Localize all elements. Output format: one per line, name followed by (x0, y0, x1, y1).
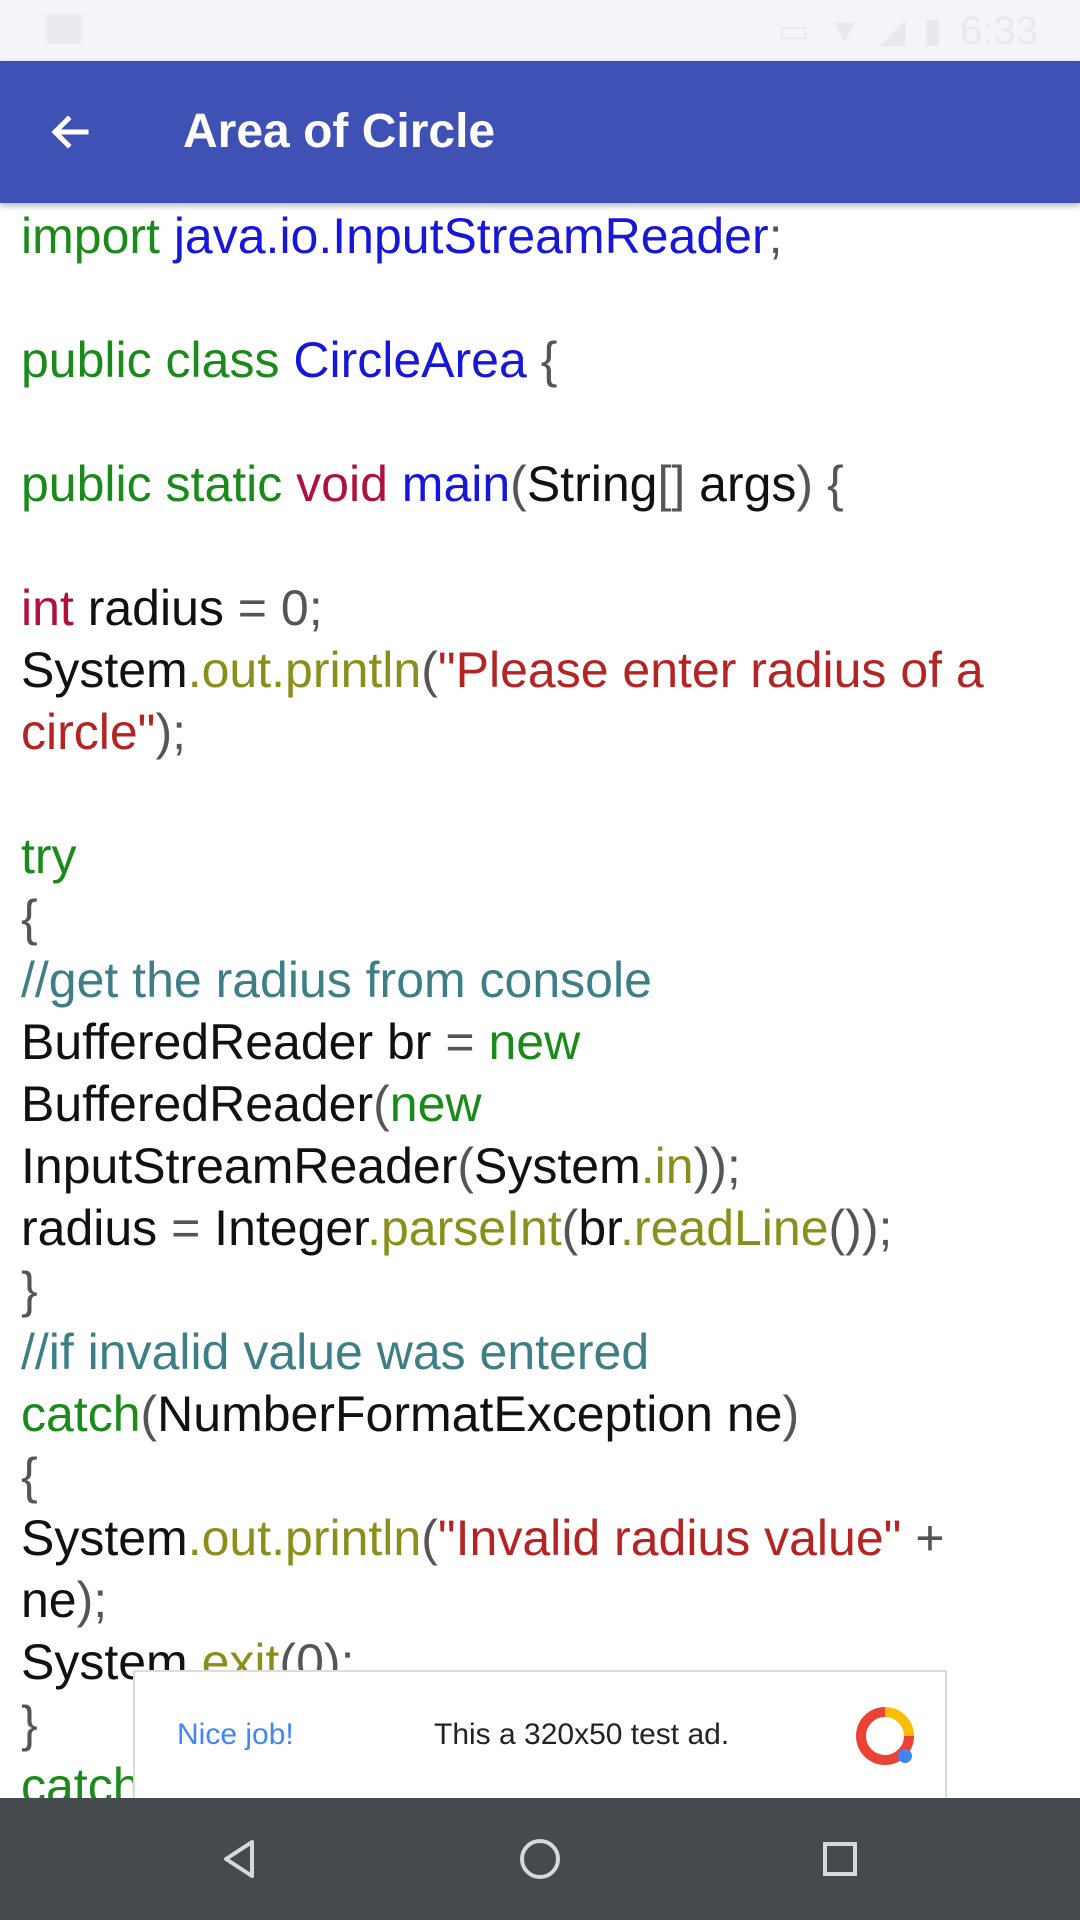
code-line: ne); (21, 1572, 108, 1628)
nav-bar (0, 1798, 1080, 1920)
app-bar: Area of Circle (0, 61, 1080, 203)
code-line: import java.io.InputStreamReader; (21, 208, 783, 264)
nav-home-button[interactable] (500, 1819, 580, 1899)
status-bar: ▭ ▼ ◢ ▮ 6:33 (0, 0, 1080, 61)
nav-recents-button[interactable] (800, 1819, 880, 1899)
home-circle-icon (520, 1839, 560, 1879)
code-line: BufferedReader br = new (21, 1014, 581, 1070)
code-line: circle"); (21, 704, 186, 760)
code-line: { (21, 1448, 38, 1504)
status-icons: ▭ ▼ ◢ ▮ 6:33 (777, 8, 1038, 54)
ad-banner[interactable]: Nice job! This a 320x50 test ad. (133, 1670, 947, 1798)
code-line: catch (21, 1758, 141, 1798)
code-blank-line (21, 391, 1061, 453)
code-viewer[interactable]: import java.io.InputStreamReader; public … (0, 203, 1080, 1798)
code-line: try (21, 828, 77, 884)
cast-icon: ▭ (777, 12, 810, 50)
code-line: catch(NumberFormatException ne) (21, 1386, 800, 1442)
nav-back-button[interactable] (200, 1819, 280, 1899)
code-blank-line (21, 267, 1061, 329)
code-blank-line (21, 515, 1061, 577)
battery-icon: ▮ (923, 12, 943, 50)
code-line: public class CircleArea { (21, 332, 558, 388)
code-line: InputStreamReader(System.in)); (21, 1138, 741, 1194)
admob-logo-icon (856, 1707, 914, 1765)
code-line: int radius = 0; (21, 580, 323, 636)
page-title: Area of Circle (183, 105, 496, 158)
signal-icon: ◢ (879, 12, 906, 50)
code-line: //if invalid value was entered (21, 1324, 650, 1380)
status-time: 6:33 (960, 8, 1038, 53)
ad-body: This a 320x50 test ad. (434, 1718, 730, 1751)
code-line: } (21, 1262, 38, 1318)
recents-square-icon (823, 1842, 857, 1876)
code-block: import java.io.InputStreamReader; public … (21, 205, 1061, 1798)
wifi-icon: ▼ (827, 11, 862, 50)
code-line: System.out.println("Invalid radius value… (21, 1510, 945, 1566)
back-button[interactable] (30, 92, 110, 172)
back-triangle-icon (224, 1840, 254, 1878)
code-line: System.out.println("Please enter radius … (21, 642, 984, 698)
notification-icon (46, 14, 82, 44)
code-line: //get the radius from console (21, 952, 652, 1008)
code-line: radius = Integer.parseInt(br.readLine())… (21, 1200, 893, 1256)
code-line: { (21, 890, 38, 946)
arrow-left-icon (51, 115, 89, 149)
code-line: } (21, 1696, 38, 1752)
code-line: BufferedReader(new (21, 1076, 482, 1132)
code-blank-line (21, 763, 1061, 825)
code-line: public static void main(String[] args) { (21, 456, 844, 512)
ad-headline: Nice job! (177, 1718, 294, 1751)
